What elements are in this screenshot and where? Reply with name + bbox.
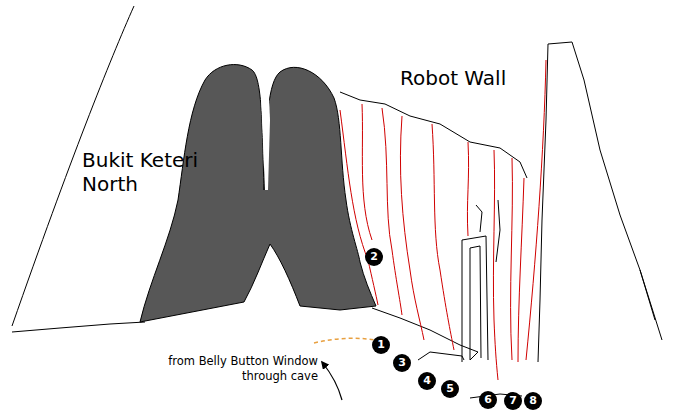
right-rock [548,42,662,340]
route-line [340,110,378,305]
ledge-line [418,352,464,360]
crag-name: Bukit Keteri North [82,148,212,196]
route-line [493,150,498,380]
wall-name: Robot Wall [400,66,540,90]
callout-number: 7 [504,392,522,410]
approach-arrow [322,362,342,400]
wall-feature [462,236,488,362]
route-line [362,104,372,240]
callout-number: 5 [441,380,459,398]
route-line [467,142,468,236]
approach-note: from Belly Button Window through cave [140,354,318,384]
wall-feature [476,205,482,232]
cave-approach [314,338,376,343]
tower-rock [140,65,376,322]
wall-feature [496,200,500,262]
right-face-line [640,270,655,320]
callout-number: 1 [372,336,390,354]
route-line [382,108,402,315]
route-line [400,116,424,340]
route-line [526,60,546,360]
callout-number: 4 [418,372,436,390]
callout-number: 3 [393,354,411,372]
callout-number: 2 [365,248,383,266]
ground-left [12,322,145,332]
wall-feature [470,246,481,360]
route-line [518,178,524,362]
route-line [432,124,454,350]
callout-number: 8 [524,392,542,410]
tower-crack [260,72,270,190]
callout-number: 6 [479,391,497,409]
route-line [511,158,513,360]
